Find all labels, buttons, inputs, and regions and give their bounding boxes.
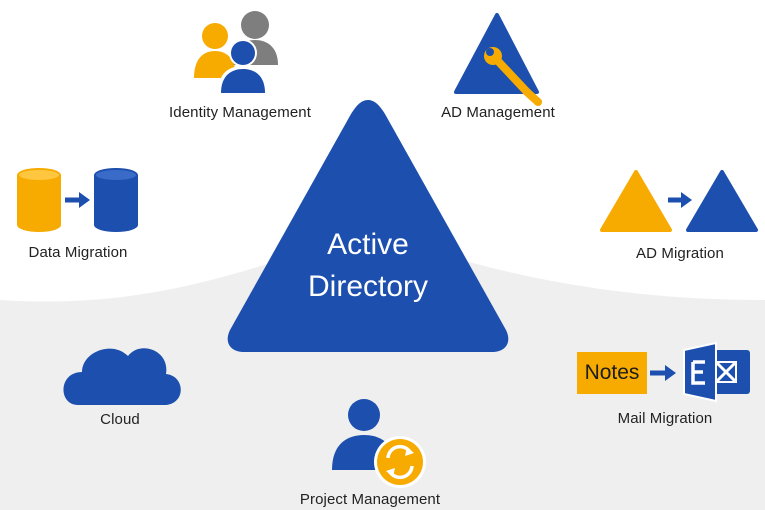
- triangle-wrench-icon: [454, 13, 542, 106]
- notes-badge: Notes: [584, 361, 640, 384]
- ad-migration-label: AD Migration: [636, 245, 724, 262]
- user-sync-icon: [332, 399, 426, 488]
- notes-to-exchange-icon: [577, 341, 750, 403]
- identity-management-label: Identity Management: [169, 104, 311, 121]
- center-title-line1: Active: [327, 228, 409, 261]
- project-management-label: Project Management: [299, 491, 441, 508]
- active-directory-triangle: [227, 100, 509, 352]
- cloud-icon: [63, 348, 181, 405]
- user-group-icon: [194, 11, 278, 93]
- triangle-transfer-icon: [600, 170, 758, 232]
- data-migration-label: Data Migration: [28, 244, 128, 261]
- center-title-line2: Directory: [307, 270, 429, 303]
- mail-migration-label: Mail Migration: [617, 410, 713, 427]
- ad-management-label: AD Management: [441, 104, 555, 121]
- background-swoosh: [0, 230, 765, 510]
- cloud-label: Cloud: [100, 411, 140, 428]
- database-transfer-icon: [17, 168, 138, 232]
